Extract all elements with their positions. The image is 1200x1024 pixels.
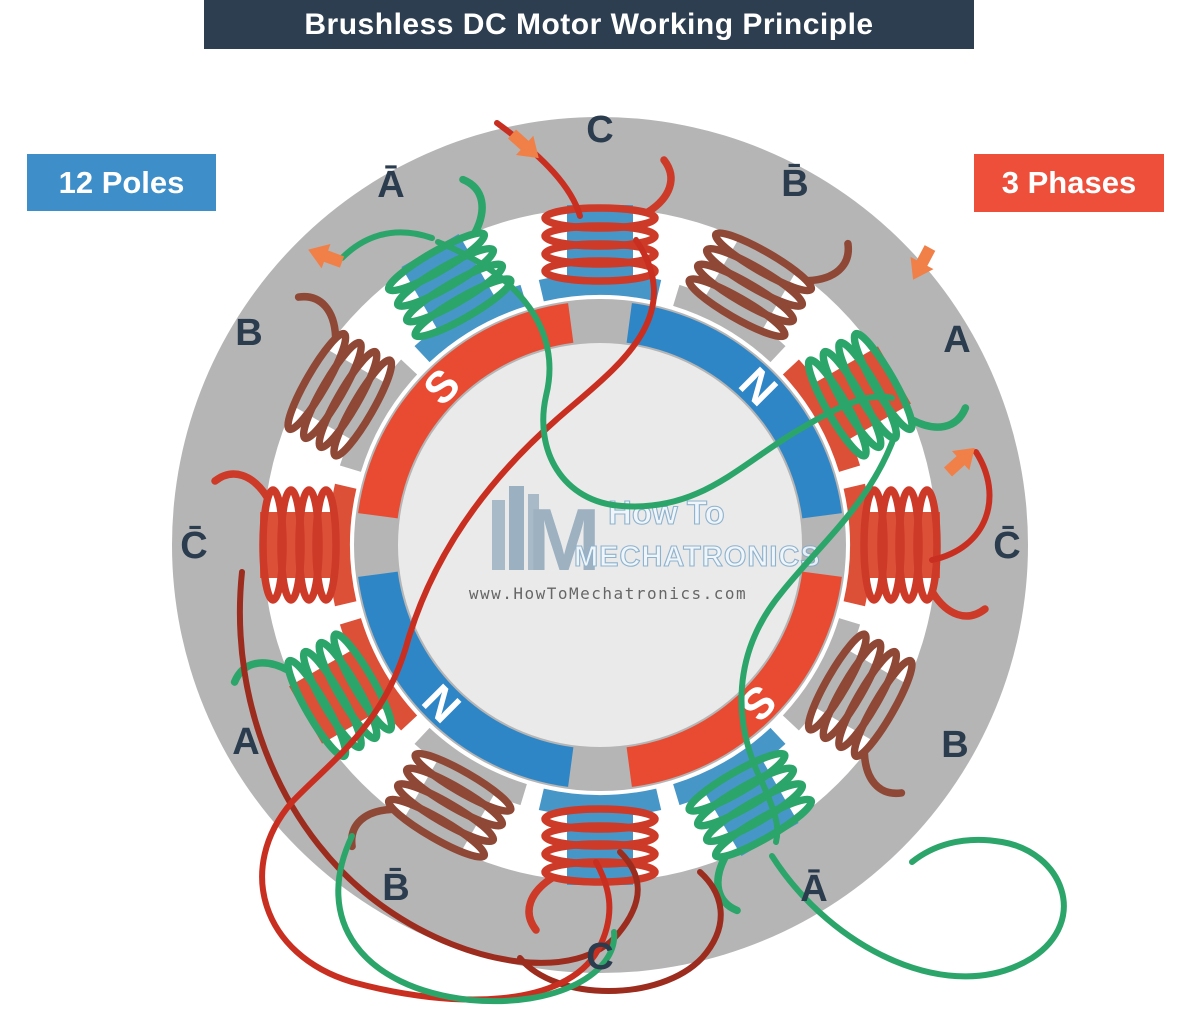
pole-label-c: C: [586, 936, 613, 978]
watermark-logo-icon: M: [492, 486, 601, 589]
watermark: M How To MECHATRONICS www.HowToMechatron…: [469, 486, 821, 603]
pole-label-c-bar: C̄: [993, 525, 1020, 567]
pole-label-b: B: [941, 724, 968, 766]
pole-label-a-bar: Ā: [800, 868, 827, 910]
pole-label-a: A: [943, 319, 970, 361]
pole-label-a-bar: Ā: [377, 164, 404, 206]
pole-label-b-bar: B̄: [382, 867, 409, 909]
watermark-url: www.HowToMechatronics.com: [469, 584, 747, 603]
pole-label-b: B: [235, 312, 262, 354]
phases-badge: 3 Phases: [974, 154, 1164, 212]
wire-phase-a: [339, 229, 435, 261]
wire-phase-a: [738, 429, 899, 845]
poles-badge: 12 Poles: [27, 154, 216, 211]
page-title: Brushless DC Motor Working Principle: [204, 0, 974, 49]
rotor-center: [398, 343, 802, 747]
wire-phase-b: [236, 569, 641, 966]
wire-phase-c: [929, 449, 993, 563]
wire-phase-a: [769, 836, 1067, 980]
watermark-line2: MECHATRONICS: [574, 541, 821, 573]
watermark-logo-letter: M: [527, 490, 600, 589]
rotor: [354, 299, 846, 791]
pole-label-c-bar: C̄: [180, 525, 207, 567]
pole-label-a: A: [232, 721, 259, 763]
watermark-line1: How To: [608, 494, 725, 531]
wire-phase-a: [335, 833, 618, 1005]
pole-label-b-bar: B̄: [781, 163, 808, 205]
pole-label-c: C: [586, 109, 613, 151]
wire-phase-c: [259, 237, 657, 1003]
phase-wires: [236, 120, 1067, 1005]
pole-labels: C B̄ A C̄ B Ā C B̄ A C̄ B Ā: [180, 109, 1020, 978]
wire-phase-a: [435, 239, 895, 510]
